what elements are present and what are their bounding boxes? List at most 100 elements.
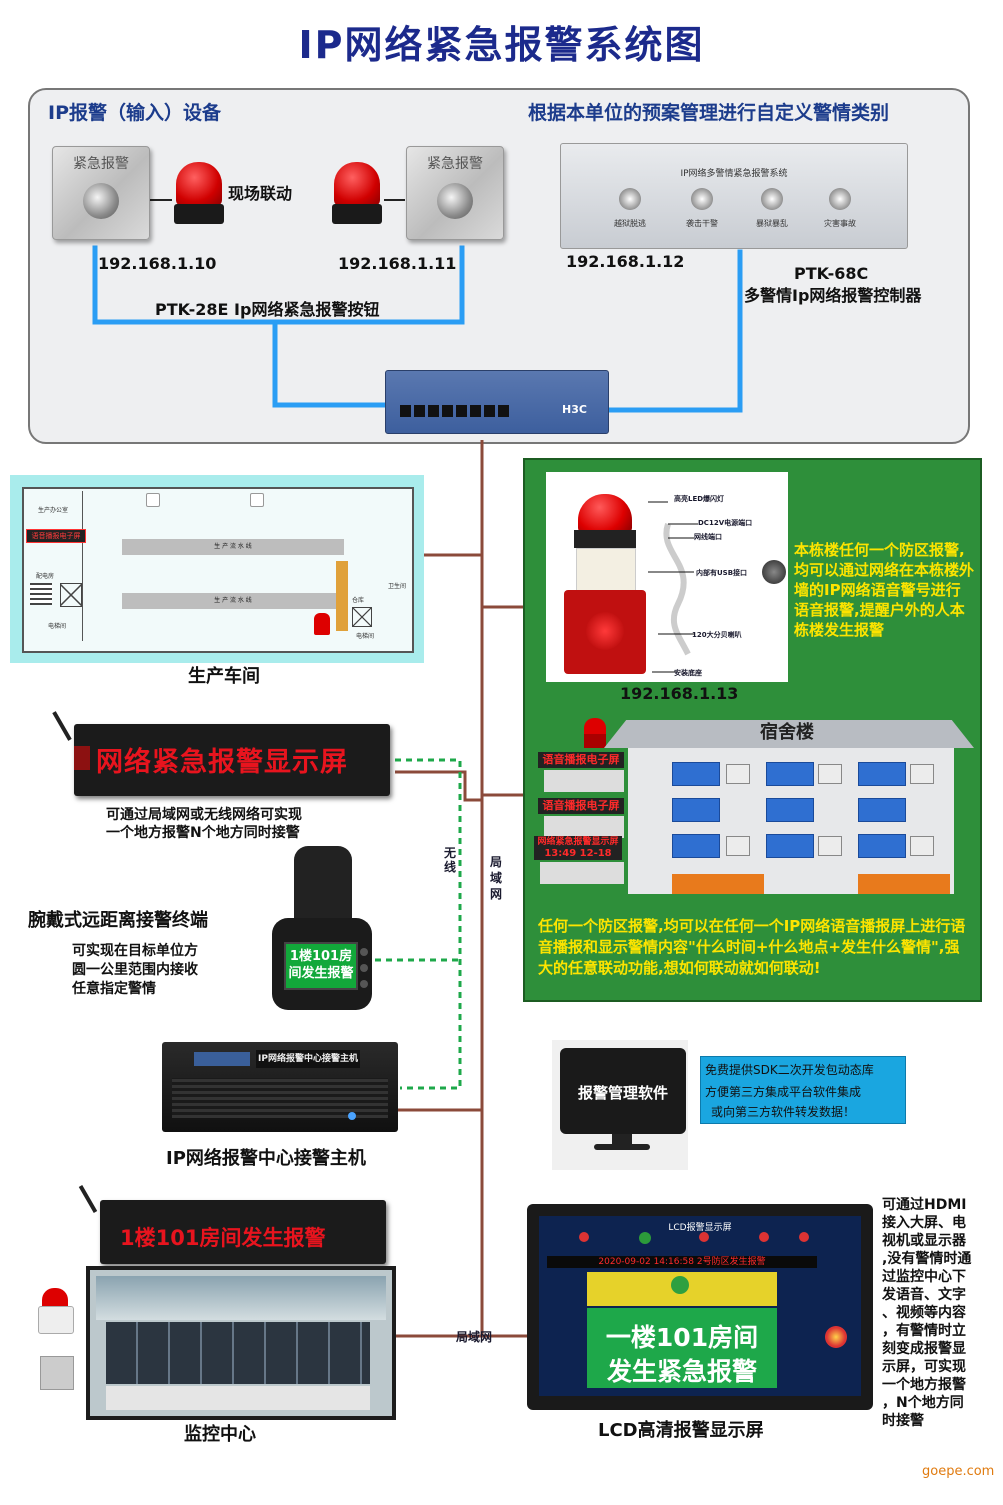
host-caption: IP网络报警中心接警主机	[166, 1148, 366, 1169]
ptk68c-model: PTK-68C	[794, 264, 869, 283]
window	[858, 834, 906, 858]
network-switch: H3C	[385, 370, 609, 434]
led-screen-3-time: 13:49 12-18	[534, 848, 622, 860]
entrance	[672, 874, 764, 894]
watch-title: 腕戴式远距离接警终端	[28, 910, 208, 931]
software-monitor: 报警管理软件	[560, 1048, 686, 1134]
production-line-2: 生 产 流 水 线	[122, 593, 344, 609]
page-title: IP网络紧急报警系统图	[298, 23, 705, 67]
linkage-label: 现场联动	[228, 184, 293, 203]
alarm-indicator-icon	[825, 1326, 847, 1348]
ptk68c-name: 多警情Ip网络报警控制器	[744, 286, 922, 305]
ip-label-2: 192.168.1.11	[338, 254, 457, 273]
dorm-ip-label: 192.168.1.13	[620, 684, 739, 703]
alarm-key-label: 越狱脱逃	[614, 219, 646, 228]
watch-strap	[294, 846, 352, 922]
lcd-screen-title: LCD报警显示屏	[668, 1223, 732, 1233]
siren-icon	[314, 613, 330, 635]
controller-link-line	[602, 249, 743, 413]
emergency-button-2: 紧急报警	[406, 146, 504, 240]
sdk-box: 免费提供SDK二次开发包动态库 方便第三方集成平台软件集成 或向第三方软件转发数…	[700, 1056, 906, 1124]
button-face-label: 紧急报警	[73, 156, 129, 172]
power-room-label: 配电房	[36, 573, 55, 580]
alarm-button-icon	[40, 1356, 74, 1390]
elevator-icon	[60, 583, 82, 607]
alarm-key-icon	[619, 188, 641, 210]
lcd-alarm-display: LCD报警显示屏 2020-09-02 14:16:58 2号防区发生报警 一楼…	[527, 1204, 873, 1410]
dorm-building-label: 宿舍楼	[760, 722, 814, 743]
ip-label-3: 192.168.1.12	[566, 252, 685, 271]
alarm-button-icon	[146, 493, 160, 507]
watch-key-icon	[360, 964, 368, 972]
alarm-key-label: 暴狱暴乱	[756, 219, 788, 228]
lan-bottom-label: 局域网	[456, 1330, 493, 1344]
device-label: 内部有USB接口	[696, 569, 748, 577]
button-link-line	[92, 245, 465, 325]
device-label: 120大分贝喇叭	[692, 631, 742, 639]
monitor-led-display: 1楼101房间发生报警	[78, 1185, 386, 1264]
emergency-button-1: 紧急报警	[52, 146, 150, 240]
window	[858, 762, 906, 786]
watch-screen: 1楼101房间发生报警	[284, 942, 358, 990]
alert-panel: 一楼101房间 发生紧急报警	[587, 1308, 777, 1388]
office-label: 生产办公室	[38, 507, 69, 514]
wireless-link-line	[395, 758, 462, 1090]
alarm-button-icon	[726, 764, 750, 784]
alarm-button-icon	[250, 493, 264, 507]
speaker-screen: 语音播报电子屏	[26, 529, 86, 543]
input-devices-heading: IP报警（输入）设备	[48, 102, 221, 124]
alarm-button-icon	[726, 836, 750, 856]
alarm-button-icon	[910, 836, 934, 856]
controller-title: IP网络多警情紧急报警系统	[680, 169, 788, 179]
watch-key-icon	[360, 948, 368, 956]
host-panel-label: IP网络报警中心接警主机	[256, 1050, 360, 1068]
voice-screen-1: 语音播报电子屏	[538, 752, 624, 768]
siren-icon	[38, 1288, 74, 1334]
watch-desc-3: 任意指定警情	[72, 981, 156, 997]
ptk28e-label: PTK-28E Ip网络紧急报警按钮	[155, 300, 380, 319]
wireless-label: 无线	[444, 846, 457, 874]
watch-desc-2: 圆一公里范围内接收	[72, 962, 198, 978]
watch-desc-1: 可实现在目标单位方	[72, 943, 198, 959]
host-lcd	[194, 1052, 250, 1066]
alarm-key-icon	[761, 188, 783, 210]
lan-vertical-label: 局域网	[490, 855, 503, 901]
software-label: 报警管理软件	[577, 1084, 668, 1102]
workshop-floorplan: 生产办公室 语音播报电子屏 配电房 电梯间 生 产 流 水 线 生 产 流 水 …	[10, 475, 424, 663]
video-wall	[106, 1322, 370, 1384]
network-led-display: 网络紧急报警显示屏	[52, 711, 390, 796]
strobe-light-icon	[174, 162, 224, 224]
alarm-key-label: 袭击干警	[686, 219, 718, 228]
alert-line-1: 一楼101房间	[605, 1323, 759, 1352]
led-message: 网络紧急报警显示屏	[96, 747, 348, 778]
toilet-label: 卫生间	[388, 583, 407, 590]
device-label: 高亮LED爆闪灯	[674, 495, 725, 503]
button-face-label: 紧急报警	[427, 156, 483, 172]
elevator-label: 电梯间	[48, 623, 67, 630]
alarm-center-host: IP网络报警中心接警主机	[162, 1042, 398, 1132]
alarm-key-label: 灾害事故	[824, 219, 856, 228]
alarm-button-icon	[910, 764, 934, 784]
entrance	[858, 874, 950, 894]
device-label: 安装底座	[674, 669, 702, 677]
lcd-screen: LCD报警显示屏 2020-09-02 14:16:58 2号防区发生报警 一楼…	[539, 1216, 861, 1396]
ptk68c-controller: IP网络多警情紧急报警系统 越狱脱逃 袭击干警 暴狱暴乱 灾害事故	[560, 143, 908, 249]
status-bar	[587, 1272, 777, 1306]
window	[766, 834, 814, 858]
warehouse-door	[336, 561, 348, 631]
led-screen-3: 网络紧急报警显示屏	[534, 836, 622, 848]
watch-key-icon	[360, 980, 368, 988]
warehouse-label: 仓库	[352, 597, 365, 604]
dorm-side-text: 本栋楼任何一个防区报警,均可以通过网络在本栋楼外墙的IP网络语音警号进行语音报警…	[794, 541, 975, 639]
led-strobe-icon	[578, 494, 632, 532]
window	[672, 798, 720, 822]
push-knob-icon	[83, 183, 119, 219]
switch-uplink-line	[272, 319, 388, 408]
voice-screen-2: 语音播报电子屏	[538, 798, 624, 814]
device-label: DC12V电源端口	[698, 519, 753, 527]
sdk-line-1: 免费提供SDK二次开发包动态库	[705, 1063, 874, 1077]
power-led-icon	[348, 1112, 356, 1120]
room-label: 电梯间	[356, 633, 375, 640]
